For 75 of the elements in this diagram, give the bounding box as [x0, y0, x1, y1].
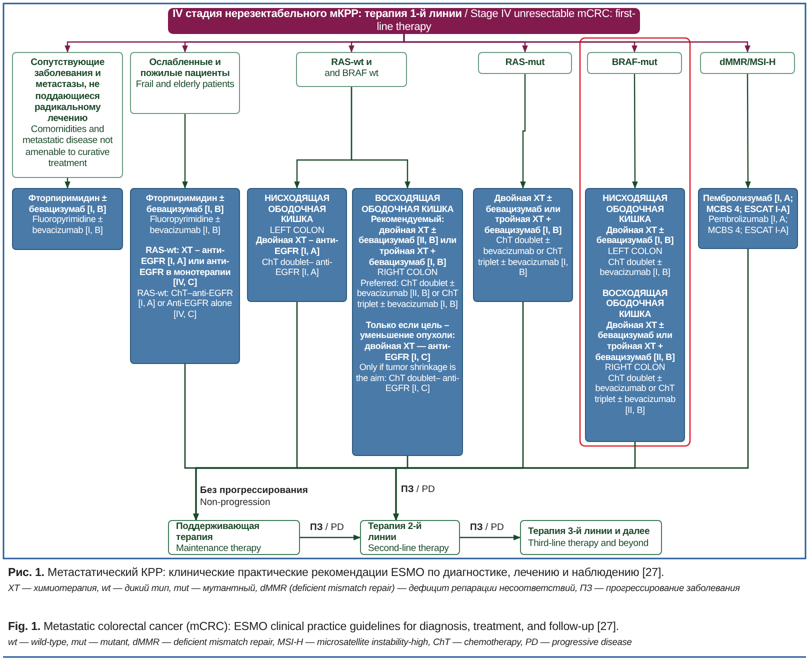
category-box [296, 52, 407, 87]
box-heading: Двойная ХТ – анти-EGFR [I, A] [254, 235, 340, 257]
box-text: ChT doublet ± bevacizumab or ChT triplet ± bevacizumab [II, B] [594, 372, 676, 416]
box-heading: НИСХОДЯЩАЯ ОБОДОЧНАЯ КИШКА [264, 193, 330, 225]
box-text: Comornidities and metastatic disease not amenable to curative treatment [21, 124, 114, 170]
connector-arrow [350, 87, 410, 189]
box-text: Frail and elderly patients [134, 79, 236, 91]
box-text: LEFT COLON [268, 224, 326, 236]
edge-label: Без прогрессирования Non-progression [200, 485, 308, 510]
box-heading: ВОСХОДЯЩАЯ ОБОДОЧНАЯ КИШКА [601, 288, 669, 320]
box-text: Second-line therapy [368, 543, 450, 554]
connector-arrow [520, 74, 526, 189]
connector-arrow [745, 74, 751, 189]
therapy-box [520, 520, 662, 555]
box-heading: dMMR/MSI-H [718, 57, 777, 68]
figure-caption: Рис. 1. Метастатический КРР: клинические практические рекомендации ESMO по диагностике, лечению и наблюдению [27]. [8, 566, 666, 579]
connector-arrow [632, 74, 638, 189]
connector-arrow [300, 534, 361, 540]
box-heading: Сопутствующие заболевания и метастазы, не поддающиеся радикальному лечению [30, 57, 106, 124]
box-text: Fluoropyrimidine ± bevacizumab [I, B] [148, 214, 222, 236]
box-heading: Двойная ХТ ± бевацизумаб или тройная ХТ + бевацизумаб [II, B] [594, 320, 676, 362]
connector-arrow [182, 114, 188, 189]
box-text: LEFT COLON [606, 246, 664, 257]
box-text: Fluoropyrimidine ± bevacizumab [I, B] [31, 214, 104, 236]
connector-arrow [393, 249, 749, 521]
treatment-box [585, 188, 685, 442]
box-heading: ВОСХОДЯЩАЯ ОБОДОЧНАЯ КИШКА [360, 193, 455, 214]
treatment-box [473, 188, 573, 302]
box-text: ChT doublet ± bevacizumab or ChT triplet ± bevacizumab [I, B] [477, 235, 569, 278]
treatment-box [352, 188, 463, 456]
connector-arrow [460, 534, 521, 540]
box-text: IV стадия нерезектабельного мКРР: терапия 1-й линии / Stage IV unresectable mCRC: first-line therapy [172, 8, 636, 34]
box-text: and BRAF wt [324, 68, 380, 80]
box-text: ChT doublet ± bevacizumab [I, B] [598, 256, 672, 278]
box-text: Maintenance therapy [176, 543, 262, 554]
box-text: ChT doublet– anti-EGFR [I, A] [260, 256, 334, 278]
box-text: Pembrolizumab [I, A; MCBS 4; ESCAT I-A] [706, 214, 790, 236]
box-text: Only if tumor shrinkage is the aim: ChT doublet– anti-EGFR [I, C] [356, 362, 459, 394]
box-heading: НИСХОДЯЩАЯ ОБОДОЧНАЯ КИШКА [602, 193, 668, 225]
box-text: Third-line therapy and beyond [528, 538, 650, 549]
box-heading: Пембролизумаб [I, A; MCBS 4; ESCAT I-A] [702, 193, 794, 214]
box-heading: RAS-wt: ХТ – анти-EGFR [I, A] или анти-EGFR в монотерапии [IV, C] [138, 245, 232, 288]
category-box [587, 52, 682, 74]
category-box [12, 52, 123, 178]
box-heading: Поддерживающая терапия [176, 520, 260, 544]
box-heading: Рекомендуемый: двойная ХТ ± бевацизумаб [II, B] или тройная ХТ + бевацизумаб [I, B] [358, 214, 458, 268]
box-text: RIGHT COLON [604, 362, 666, 373]
box-text: Preferred: ChT doublet ± bevacizumab [II, B] or ChT triplet ± bevacizumab [I, B] [356, 278, 459, 310]
box-text: RAS-wt: ChT–anti-EGFR [I, A] or Anti-EGFR alone [IV, C] [136, 288, 234, 320]
connector-arrow [403, 34, 750, 53]
caption-text: Fig. 1. Metastatic colorectal cancer (mCRC): ESMO clinical practice guidelines for diagnosis, treatment, and follow-up [27]. [8, 620, 620, 633]
box-heading: Фторпиримидин ± бевацизумаб [I, B] [27, 193, 108, 214]
treatment-box [698, 188, 798, 249]
box-heading: BRAF-mut [610, 57, 658, 68]
box-heading: RAS-wt и [330, 57, 373, 68]
category-box [700, 52, 795, 74]
box-heading: Фторпиримидин ± бевацизумаб [I, B] [144, 193, 226, 214]
category-box [130, 52, 240, 114]
treatment-box [247, 188, 347, 302]
box-text: RIGHT COLON [376, 267, 439, 278]
box-heading: Терапия 2-й линии [368, 520, 423, 544]
caption-text: ХТ — химиотерапия, wt — дикий тип, mut — мутантный, dMMR (deficient mismatch repair) — дефицит репарации несоответствий, ПЗ — прогрессирование заболевания [8, 583, 741, 593]
box-heading: Только если цель – уменьшение опухоли: двойная ХТ — анти-EGFR [I, C] [358, 320, 456, 362]
caption-text: wt — wild-type, mut — mutant, dMMR — deficient mismatch repair, MSI-H — microsatellite instability-high, ChT — chemotherapy, PD — progressive disease [8, 637, 633, 647]
treatment-box [130, 188, 240, 364]
treatment-box [12, 188, 123, 250]
therapy-box [168, 520, 300, 555]
box-heading: Терапия 3-й линии и далее [528, 526, 651, 538]
category-box [478, 52, 572, 74]
box-heading: RAS-mut [504, 57, 546, 68]
box-heading: Двойная ХТ ± бевацизумаб [I, B] [595, 224, 675, 246]
box-heading: Двойная ХТ ± бевацизумаб или тройная ХТ + бевацизумаб [I, B] [483, 193, 563, 236]
box-heading: Ослабленные и пожилые пациенты [139, 57, 231, 80]
therapy-box [360, 520, 460, 555]
connector-arrow [64, 178, 70, 189]
